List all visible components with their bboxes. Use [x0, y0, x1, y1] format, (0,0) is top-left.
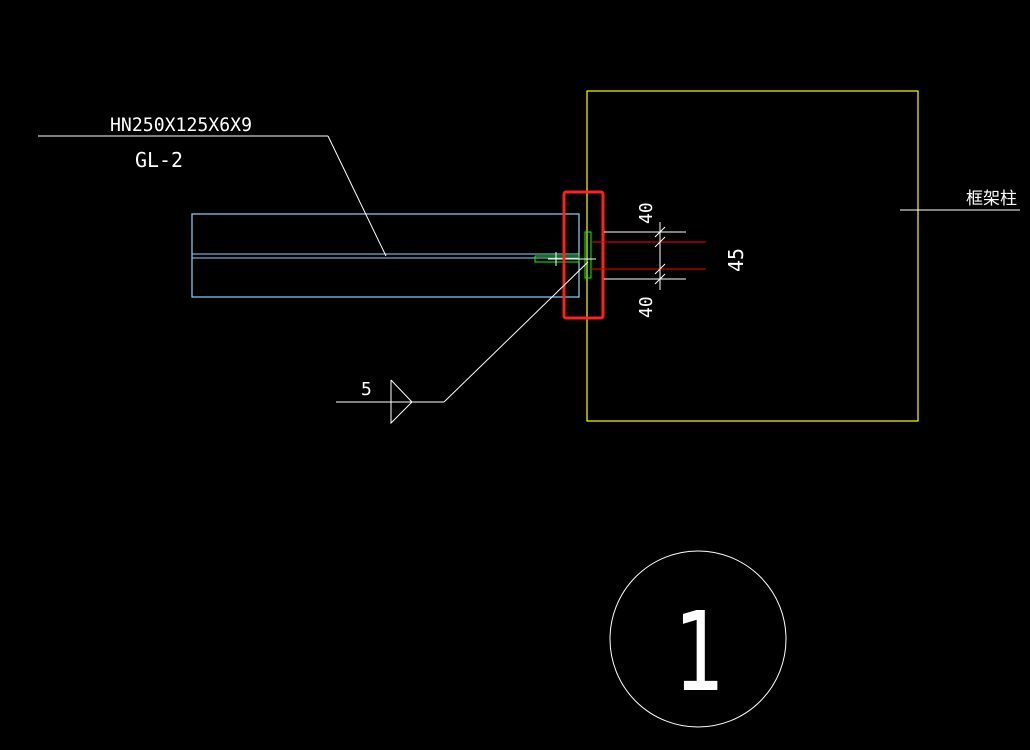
weld-size-label: 5 — [361, 379, 372, 400]
beam-section-label: HN250X125X6X9 — [110, 114, 252, 136]
dim-text-middle: 45 — [724, 248, 748, 272]
detail-number: 1 — [673, 588, 723, 716]
connection-highlight-box — [562, 190, 605, 320]
dim-text-bottom: 40 — [636, 296, 657, 318]
dim-tick-1 — [654, 226, 666, 238]
end-plate — [584, 231, 592, 279]
beam-mark-label: GL-2 — [135, 148, 183, 172]
detail-number-circle — [609, 550, 787, 728]
column-label: 框架柱 — [966, 189, 1017, 209]
dim-tick-3 — [654, 263, 666, 275]
beam-label-leader-diagonal — [327, 135, 387, 257]
fillet-weld-symbol — [390, 379, 413, 425]
dim-text-top: 40 — [636, 202, 657, 224]
dim-tick-2 — [654, 236, 666, 248]
weld-leader-diagonal — [443, 261, 589, 403]
dim-tick-4 — [654, 273, 666, 285]
frame-column-outline — [586, 90, 919, 422]
